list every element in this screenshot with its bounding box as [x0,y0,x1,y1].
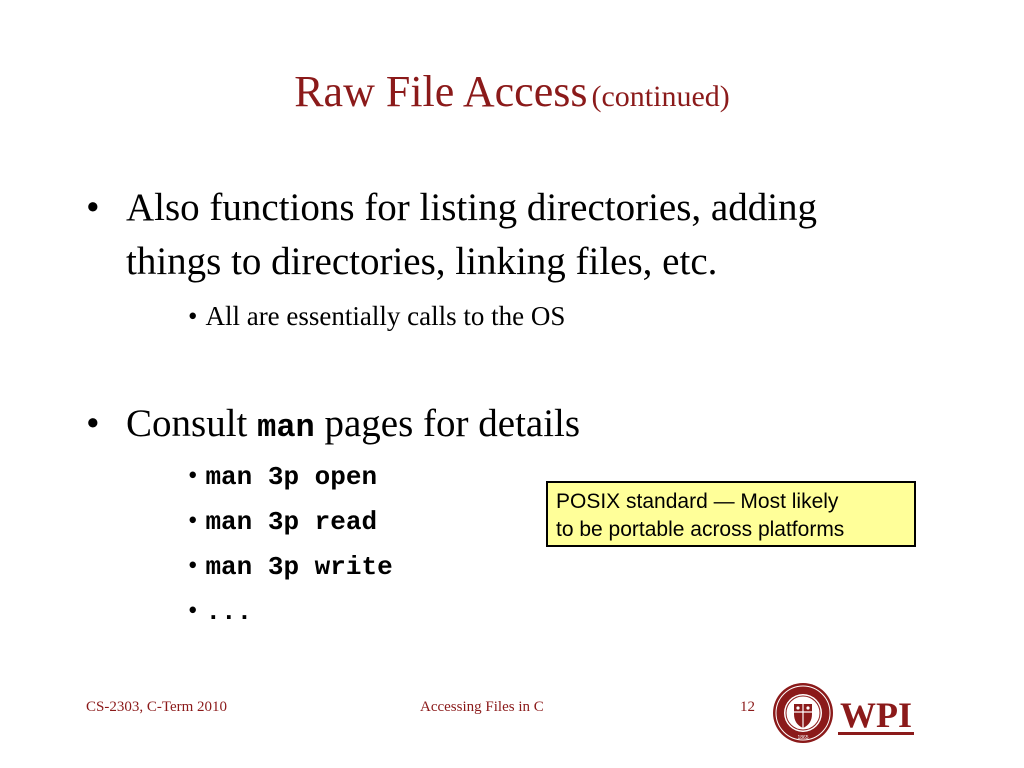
title-main: Raw File Access [294,67,588,116]
bullet-2-suffix: pages for details [324,402,581,445]
wpi-logo-text: WPI [840,695,912,735]
callout-line-2: to be portable across platforms [556,518,845,541]
footer-course: CS-2303, C-Term 2010 [86,699,228,715]
bullet-2: • Consult man pages for details [86,397,966,455]
sub-bullet-marker: • [188,505,198,535]
sub-bullet: •... [188,592,252,630]
posix-callout: POSIX standard — Most likely to be porta… [546,481,916,547]
footer-page-number: 12 [740,699,755,715]
seal-year: 1865 [797,735,808,741]
sub-bullet-text: All are essentially calls to the OS [205,301,566,331]
bullet-1-line-1: Also functions for listing directories, … [126,186,818,229]
sub-bullet: •man 3p open [188,457,377,495]
wpi-logo: WPI [838,695,914,735]
sub-bullet-code: ... [205,597,253,627]
sub-bullet-code: man 3p read [205,507,378,537]
sub-bullet-code: man 3p open [205,462,378,492]
sub-bullet-marker: • [188,460,198,490]
slide-title: Raw File Access (continued) [0,66,1024,117]
sub-bullet-code: man 3p write [205,552,393,582]
sub-bullet: •man 3p write [188,547,393,585]
bullet-marker: • [86,402,100,445]
callout-line-1: POSIX standard — Most likely [556,490,839,513]
bullet-2-prefix: Consult [126,402,248,445]
bullet-1-line-2: things to directories, linking files, et… [126,240,718,283]
sub-bullet-marker: • [188,301,198,331]
wpi-seal-icon: 1865 [773,683,833,743]
footer-topic: Accessing Files in C [420,699,544,715]
bullet-marker: • [86,186,100,229]
sub-bullet: •All are essentially calls to the OS [188,298,565,334]
bullet-2-code: man [257,409,315,446]
title-sub: (continued) [591,80,730,113]
sub-bullet-marker: • [188,595,198,625]
sub-bullet-marker: • [188,550,198,580]
bullet-1: • Also functions for listing directories… [86,181,966,289]
sub-bullet: •man 3p read [188,502,377,540]
